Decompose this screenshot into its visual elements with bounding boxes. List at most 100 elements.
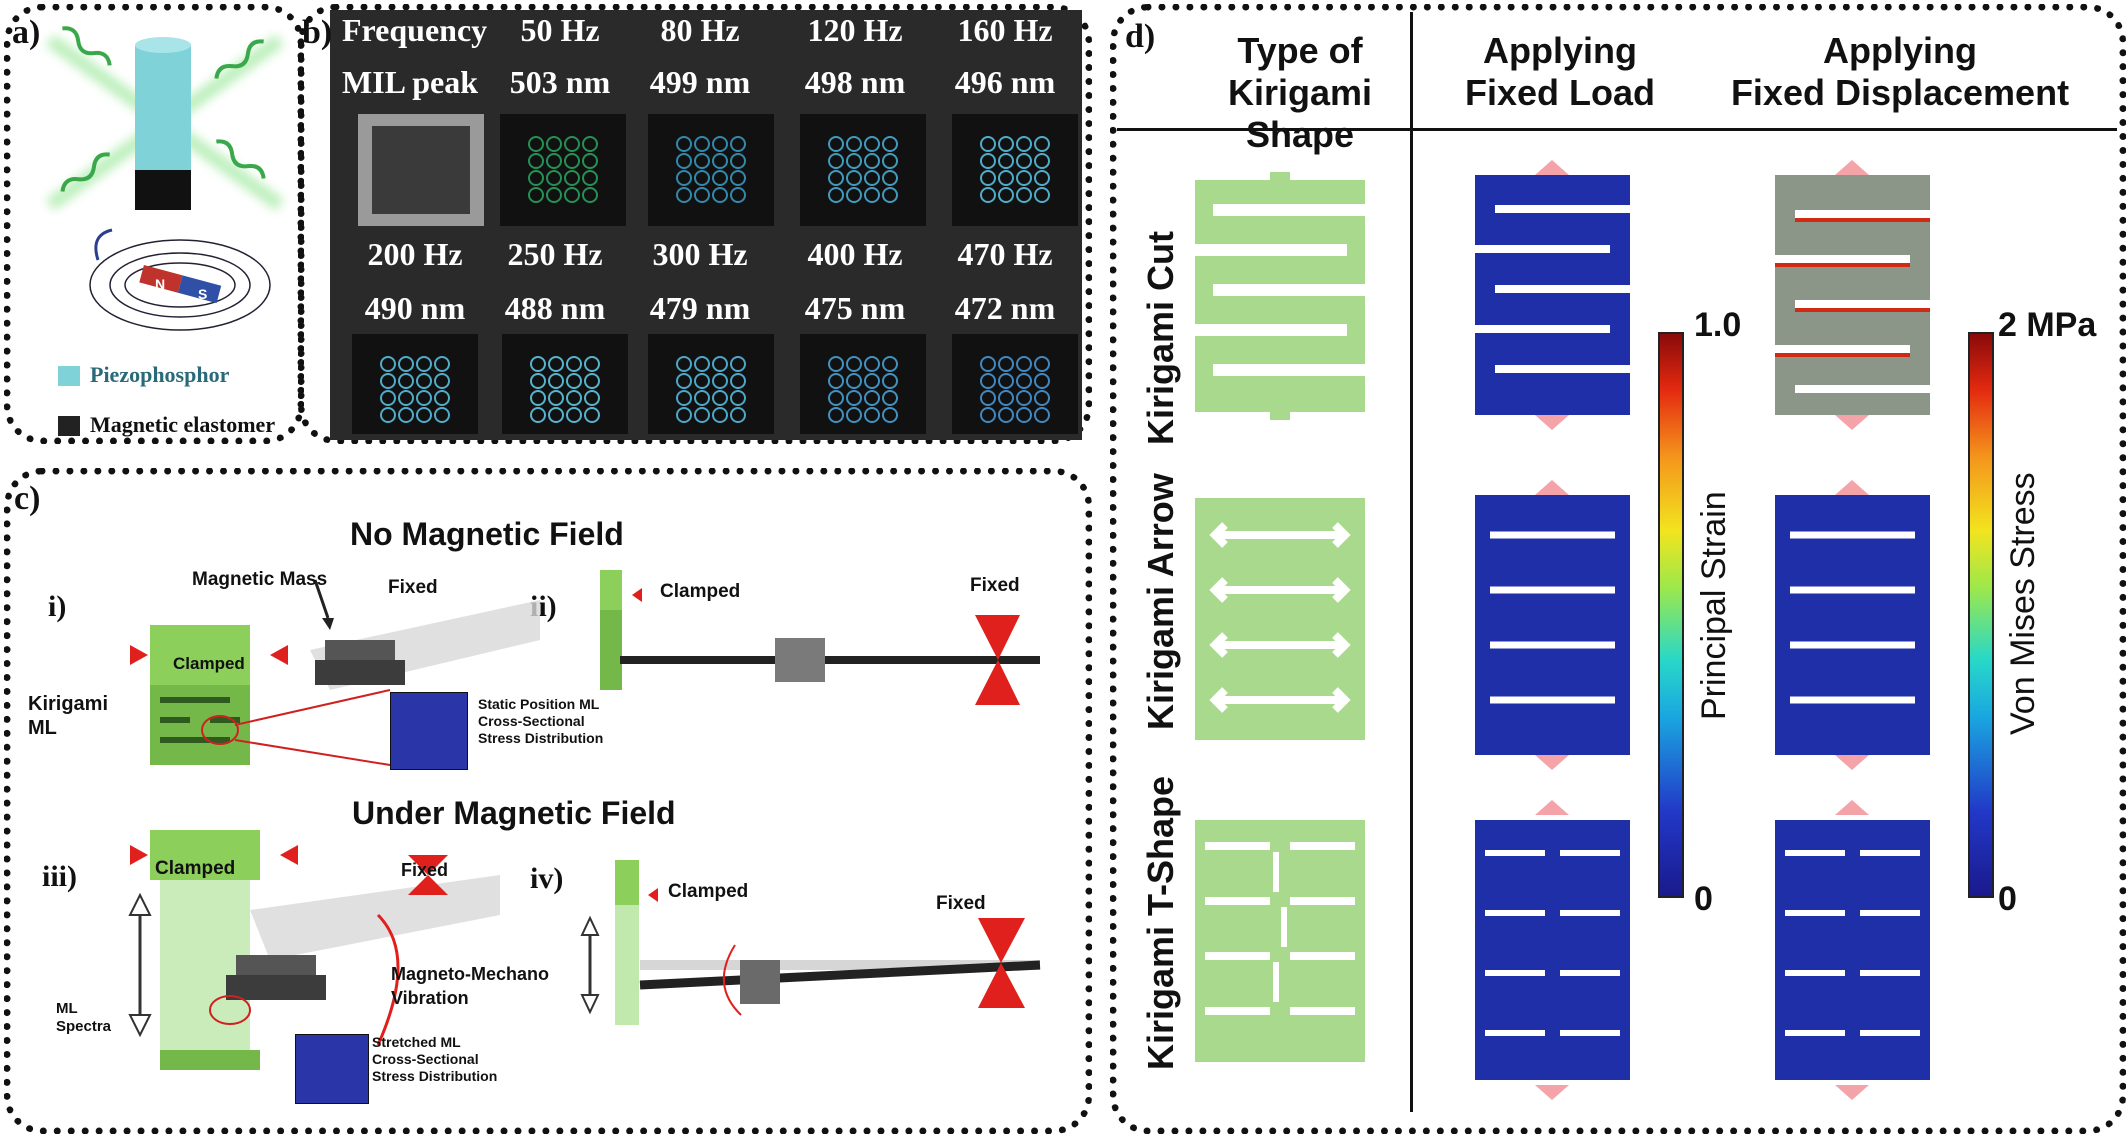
sim-displacement-arrow: [1775, 480, 1930, 770]
emission-dot: [694, 373, 710, 389]
label-clamped-ii: Clamped: [660, 581, 741, 602]
stress-cross-section-static: [390, 692, 468, 770]
emission-dot: [694, 187, 710, 203]
emission-dot: [1034, 390, 1050, 406]
emission-dot: [828, 170, 844, 186]
emission-dot: [1016, 356, 1032, 372]
emission-image-160hz: [952, 114, 1078, 226]
emission-dot: [846, 390, 862, 406]
emission-dot: [864, 187, 880, 203]
emission-dot: [434, 373, 450, 389]
label-magneto-mechano: Magneto-Mechano Vibration: [391, 964, 550, 1008]
emission-dot: [828, 136, 844, 152]
title-no-magnetic-field: No Magnetic Field: [350, 516, 624, 552]
emission-dot: [882, 373, 898, 389]
sim-displacement-t-shape: [1775, 800, 1930, 1100]
emission-dot: [730, 187, 746, 203]
emission-dot: [416, 390, 432, 406]
emission-dot: [676, 390, 692, 406]
peak-499: 499 nm: [649, 64, 751, 100]
colorbar-principal-strain-min: 0: [1694, 880, 1713, 918]
emission-dot: [694, 136, 710, 152]
emission-dot: [676, 170, 692, 186]
emission-dot: [694, 170, 710, 186]
row-label-kirigami-cut: Kirigami Cut: [1140, 230, 1181, 445]
emission-dot: [528, 187, 544, 203]
emission-dot: [676, 407, 692, 423]
emission-dot: [846, 407, 862, 423]
magnet-n-label: N: [155, 276, 165, 292]
kirigami-setup-static: [130, 579, 540, 766]
emission-dot: [828, 373, 844, 389]
mil-peak-header: MIL peak: [342, 64, 479, 100]
emission-dot: [546, 153, 562, 169]
emission-dot: [416, 356, 432, 372]
emission-dot: [694, 390, 710, 406]
emission-dot: [882, 407, 898, 423]
emission-dot: [730, 356, 746, 372]
emission-dot: [712, 356, 728, 372]
emission-dot: [548, 373, 564, 389]
emission-dot: [676, 153, 692, 169]
emission-dot: [1016, 390, 1032, 406]
emission-dot: [864, 390, 880, 406]
peak-496: 496 nm: [954, 64, 1056, 100]
emission-dot: [380, 407, 396, 423]
peak-503: 503 nm: [509, 64, 611, 100]
emission-dot: [564, 170, 580, 186]
emission-dot: [1034, 356, 1050, 372]
emission-dot: [546, 187, 562, 203]
emission-dot: [712, 170, 728, 186]
emission-dot: [730, 170, 746, 186]
emission-image-470hz: [952, 334, 1078, 434]
emission-dot: [846, 136, 862, 152]
emission-dot: [582, 170, 598, 186]
emission-dot: [846, 187, 862, 203]
label-static-stress-note: Static Position ML Cross-Sectional Stres…: [478, 696, 604, 746]
label-clamped-i: Clamped: [173, 654, 245, 673]
emission-dot: [548, 356, 564, 372]
emission-dot: [998, 407, 1014, 423]
panel-d: [1110, 4, 2126, 1134]
emission-dot: [730, 407, 746, 423]
emission-dot: [582, 153, 598, 169]
emission-dot: [864, 356, 880, 372]
emission-dot: [712, 153, 728, 169]
emission-dot: [864, 407, 880, 423]
emission-dot: [528, 136, 544, 152]
row-label-kirigami-arrow: Kirigami Arrow: [1140, 473, 1181, 730]
legend-swatch-magnetic-elastomer: [58, 416, 80, 436]
freq-50: 50 Hz: [520, 12, 600, 48]
emission-dot: [1034, 373, 1050, 389]
colorbar-von-mises-stress-title: Von Mises Stress: [2004, 472, 2042, 735]
emission-dot: [846, 373, 862, 389]
emission-dot: [676, 187, 692, 203]
emission-dot: [676, 373, 692, 389]
emission-image-200hz: [352, 334, 478, 434]
emission-dot: [712, 390, 728, 406]
emission-dot: [980, 373, 996, 389]
emission-dot: [980, 407, 996, 423]
emission-dot: [582, 136, 598, 152]
colorbar-principal-strain: [1658, 332, 1684, 898]
emission-dot: [584, 407, 600, 423]
cantilever-static: [600, 570, 1040, 705]
emission-dot: [694, 407, 710, 423]
emission-dot: [828, 390, 844, 406]
shape-kirigami-arrow: [1195, 498, 1365, 740]
peak-479: 479 nm: [649, 290, 751, 326]
peak-475: 475 nm: [804, 290, 906, 326]
peak-498: 498 nm: [804, 64, 906, 100]
emission-dot: [712, 407, 728, 423]
emission-dot: [1034, 187, 1050, 203]
emission-dot: [980, 356, 996, 372]
emission-dot: [676, 136, 692, 152]
legend-label-magnetic-elastomer: Magnetic elastomer: [90, 412, 276, 437]
emission-dot: [998, 356, 1014, 372]
emission-dot: [434, 356, 450, 372]
emission-dot: [882, 356, 898, 372]
emission-dot: [882, 153, 898, 169]
emission-dot: [546, 136, 562, 152]
emission-dot: [980, 153, 996, 169]
freq-80: 80 Hz: [660, 12, 740, 48]
